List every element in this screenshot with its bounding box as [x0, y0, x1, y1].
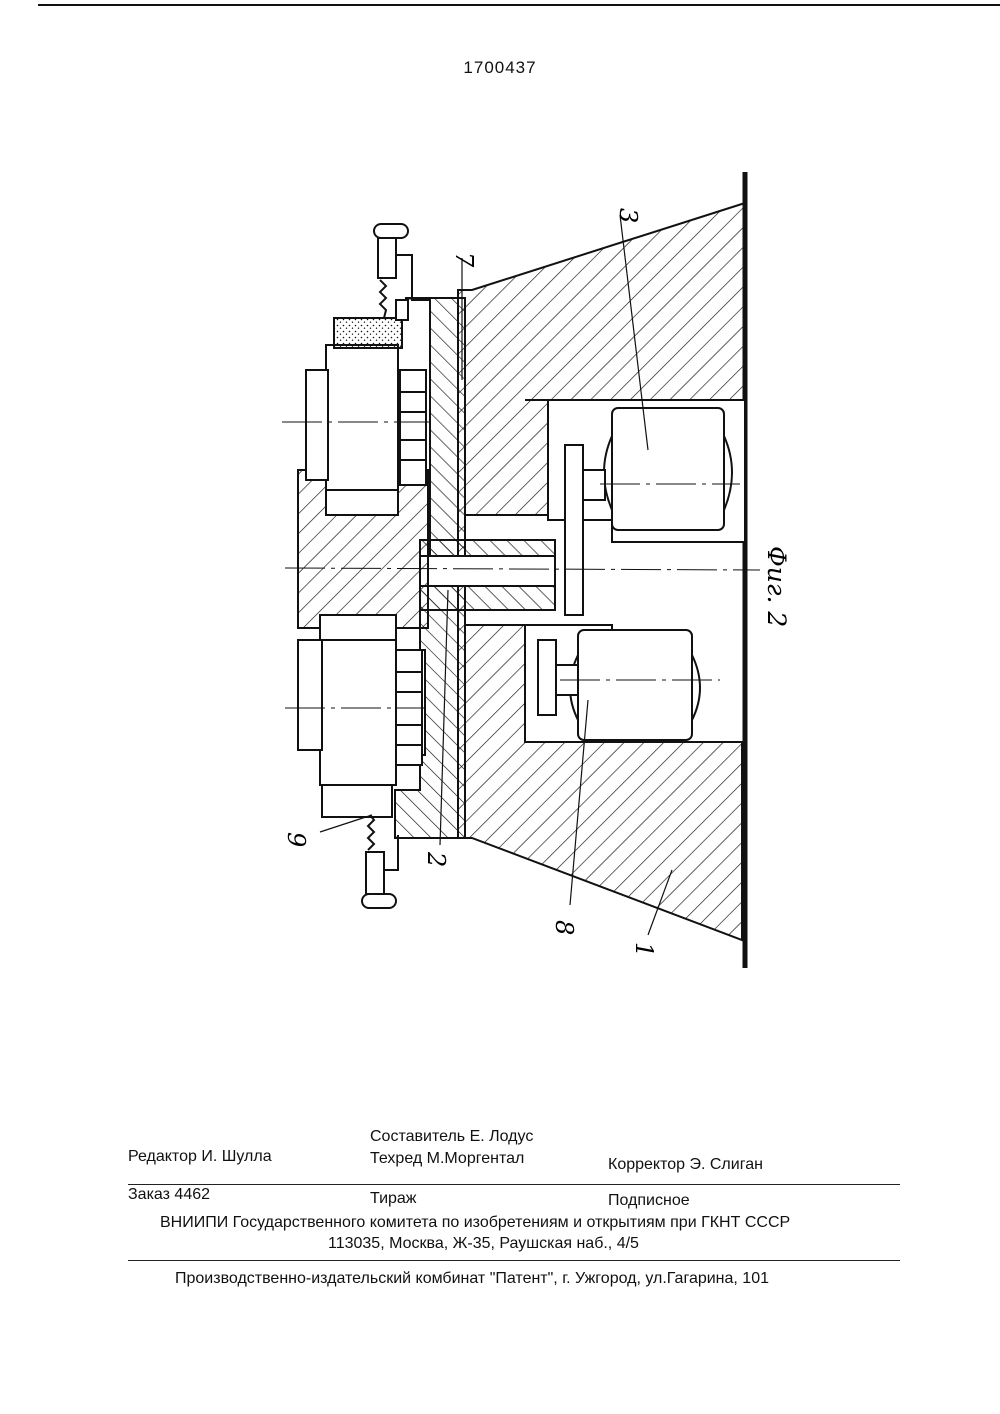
figure-caption: Фиг. 2	[762, 546, 791, 627]
lower-motor	[578, 630, 692, 740]
imprint-block: Составитель Е. Лодус Редактор И. Шулла Т…	[0, 1120, 1000, 1320]
order: Заказ 4462	[128, 1186, 210, 1204]
ref-label-1: 1	[630, 942, 658, 957]
lower-holder	[322, 785, 392, 817]
editor: Редактор И. Шулла	[128, 1148, 272, 1166]
address: 113035, Москва, Ж-35, Раушская наб., 4/5	[328, 1235, 639, 1253]
shaft	[420, 556, 555, 586]
compiler: Составитель Е. Лодус	[370, 1128, 533, 1146]
corrector: Корректор Э. Слиган	[608, 1156, 763, 1174]
ref-label-9: 9	[282, 832, 310, 847]
ref-label-8: 8	[550, 920, 578, 935]
abrasive-block	[334, 318, 402, 348]
techred: Техред М.Моргентал	[370, 1150, 524, 1168]
ref-label-7: 7	[450, 252, 478, 268]
subscription: Подписное	[608, 1192, 690, 1210]
publisher: Производственно-издательский комбинат "П…	[175, 1270, 769, 1288]
upper-motor	[612, 408, 724, 530]
upper-tool-band	[306, 370, 328, 480]
ref-label-2: 2	[422, 851, 450, 867]
lower-tool-band	[298, 640, 322, 750]
upper-tool-pad	[400, 370, 426, 485]
technical-drawing: 3 7 9 2 8 1 Фиг. 2	[0, 0, 1000, 1100]
imprint-rule-top	[128, 1184, 900, 1185]
ref-label-3: 3	[614, 208, 642, 223]
lower-clamp	[362, 815, 398, 908]
pinion	[538, 640, 556, 715]
imprint-rule-bottom	[128, 1260, 900, 1261]
institute: ВНИИПИ Государственного комитета по изоб…	[160, 1214, 790, 1232]
gear-wheel	[565, 445, 583, 615]
circulation: Тираж	[370, 1190, 417, 1208]
upper-clamp	[374, 224, 430, 320]
